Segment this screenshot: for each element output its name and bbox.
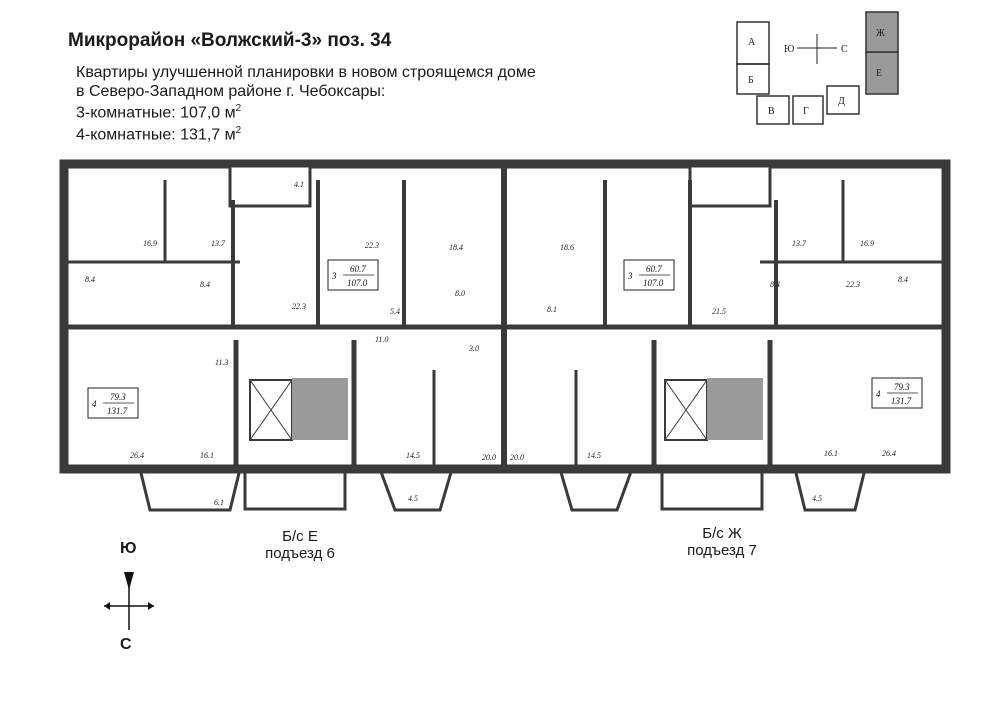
area-4-room-text: 4-комнатные: 131,7 м xyxy=(76,126,236,144)
apartment-rooms: 4 xyxy=(92,399,97,409)
key-plan-section-label: Д xyxy=(838,96,845,107)
key-plan: А Б В Г Д Е Ж Ю С xyxy=(736,11,899,125)
apartment-living-area: 79.3 xyxy=(110,392,126,402)
room-area-labels: 16.9 13.7 22.3 4.1 22.3 18.4 18.6 13.7 16.9 8.4 8.… xyxy=(85,180,908,507)
key-plan-section-label: Е xyxy=(876,68,882,79)
page-title: Микрорайон «Волжский-3» поз. 34 xyxy=(68,30,392,51)
room-area-label: 11.3 xyxy=(215,358,228,367)
room-area-label: 8.4 xyxy=(898,275,908,284)
key-compass-north: С xyxy=(841,44,848,55)
description-line-2: в Северо-Западном районе г. Чебоксары: xyxy=(76,83,386,100)
apartment-living-area: 60.7 xyxy=(350,264,366,274)
room-area-label: 8.1 xyxy=(547,305,557,314)
key-plan-section-label: В xyxy=(768,106,775,117)
area-4-room: 4-комнатные: 131,7 м2 xyxy=(76,125,241,144)
balconies xyxy=(138,467,867,512)
stair-hatching xyxy=(292,378,763,440)
key-compass-south: Ю xyxy=(784,44,794,55)
key-plan-section-label: А xyxy=(748,37,756,48)
apartment-total-area: 107.0 xyxy=(643,278,664,288)
entrance-7: Б/с Ж подъезд 7 xyxy=(652,525,792,559)
room-area-label: 16.1 xyxy=(200,451,214,460)
room-area-label: 18.6 xyxy=(560,243,574,252)
compass-north-label: С xyxy=(120,636,132,653)
room-area-label: 14.5 xyxy=(587,451,601,460)
entrance-7-label: подъезд 7 xyxy=(687,542,757,559)
apartment-rooms: 3 xyxy=(627,271,633,281)
area-4-room-sup: 2 xyxy=(235,125,242,136)
room-area-label: 16.9 xyxy=(860,239,874,248)
room-area-label: 16.1 xyxy=(824,449,838,458)
room-area-label: 8.0 xyxy=(455,289,465,298)
room-area-label: 8.4 xyxy=(200,280,210,289)
room-area-label: 6.1 xyxy=(214,498,224,507)
room-area-label: 4.5 xyxy=(812,494,822,503)
room-area-label: 5.4 xyxy=(390,307,400,316)
entrance-6-section: Б/с Е xyxy=(282,528,318,545)
apartment-living-area: 60.7 xyxy=(646,264,662,274)
description-line-1: Квартиры улучшенной планировки в новом с… xyxy=(76,64,536,81)
entrance-6: Б/с Е подъезд 6 xyxy=(230,528,370,562)
apartment-boxes: 4 79.3 131.7 3 60.7 107.0 3 60.7 107.0 4 79.3 131.7 xyxy=(87,259,923,419)
room-area-label: 8.4 xyxy=(85,275,95,284)
room-area-label: 16.9 xyxy=(143,239,157,248)
area-3-room-sup: 2 xyxy=(235,103,242,114)
key-plan-section-label: Ж xyxy=(876,28,885,39)
room-area-label: 26.4 xyxy=(130,451,144,460)
apartment-living-area: 79.3 xyxy=(894,382,910,392)
key-plan-section-label: Б xyxy=(748,75,754,86)
room-area-label: 22.3 xyxy=(365,241,379,250)
room-area-label: 22.3 xyxy=(292,302,306,311)
room-area-label: 3.0 xyxy=(468,344,479,353)
room-area-label: 18.4 xyxy=(449,243,463,252)
apartment-total-area: 107.0 xyxy=(347,278,368,288)
room-area-label: 13.7 xyxy=(792,239,807,248)
room-area-label: 4.5 xyxy=(408,494,418,503)
room-area-label: 14.5 xyxy=(406,451,420,460)
room-area-label: 26.4 xyxy=(882,449,896,458)
room-area-label: 20.0 xyxy=(482,453,496,462)
entrance-7-section: Б/с Ж xyxy=(702,525,742,542)
room-area-label: 4.1 xyxy=(294,180,304,189)
room-area-label: 21.5 xyxy=(712,307,726,316)
apartment-total-area: 131.7 xyxy=(891,396,912,406)
apartment-total-area: 131.7 xyxy=(107,406,128,416)
room-area-label: 8.4 xyxy=(770,280,780,289)
key-plan-section-label: Г xyxy=(803,106,809,117)
room-area-label: 20.0 xyxy=(510,453,524,462)
area-3-room: 3-комнатные: 107,0 м2 xyxy=(76,103,241,122)
area-3-room-text: 3-комнатные: 107,0 м xyxy=(76,104,236,122)
apartment-rooms: 4 xyxy=(876,389,881,399)
entrance-6-label: подъезд 6 xyxy=(265,545,335,562)
room-area-label: 13.7 xyxy=(211,239,226,248)
apartment-rooms: 3 xyxy=(331,271,337,281)
compass-icon xyxy=(104,572,154,630)
floor-plan-walls xyxy=(59,159,951,474)
room-area-label: 11.0 xyxy=(375,335,388,344)
compass-south-label: Ю xyxy=(120,540,137,557)
room-area-label: 22.3 xyxy=(846,280,860,289)
